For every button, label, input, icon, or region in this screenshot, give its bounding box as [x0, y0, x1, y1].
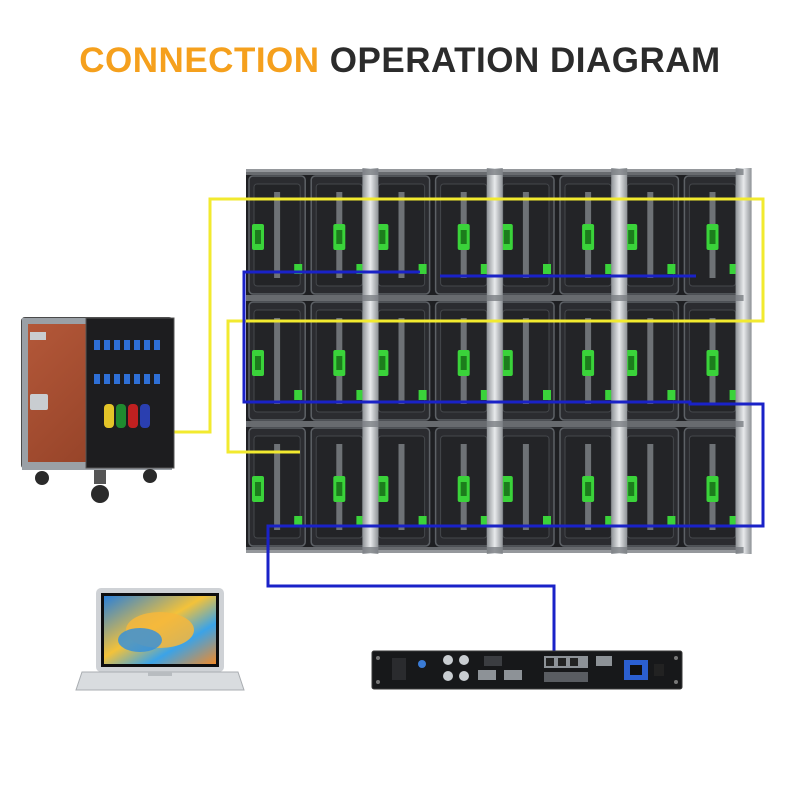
- signal-cable-row1: [242, 270, 420, 404]
- led-module: [621, 427, 680, 547]
- led-module: [497, 175, 555, 295]
- video-controller-icon: [371, 650, 683, 690]
- led-module: [372, 427, 431, 547]
- led-module: [559, 175, 617, 295]
- title-rest: OPERATION DIAGRAM: [329, 41, 721, 80]
- led-module: [434, 301, 493, 421]
- power-cable: [112, 197, 765, 454]
- led-module: [497, 427, 555, 547]
- led-module: [559, 427, 617, 547]
- led-module: [310, 427, 369, 547]
- led-module: [434, 427, 493, 547]
- frame-rail: [246, 547, 744, 553]
- led-module: [497, 301, 555, 421]
- diagram-title: CONNECTION OPERATION DIAGRAM: [0, 38, 800, 84]
- frame-bar: [362, 168, 379, 554]
- led-module: [621, 175, 680, 295]
- led-module: [683, 427, 742, 547]
- frame-bar: [735, 168, 752, 554]
- frame-rail: [246, 169, 744, 175]
- led-module: [372, 301, 431, 421]
- led-module: [248, 427, 306, 547]
- led-module: [621, 301, 680, 421]
- led-module: [248, 175, 306, 295]
- frame-rail: [246, 421, 744, 427]
- title-highlight: CONNECTION: [79, 41, 320, 80]
- power-distribution-box-icon: [21, 317, 175, 503]
- laptop-icon: [75, 588, 245, 691]
- signal-cable-to-controller: [266, 524, 556, 656]
- frame-bar: [486, 168, 503, 554]
- frame-bar: [611, 168, 628, 554]
- cable-routing: [112, 197, 765, 656]
- led-wall: [246, 168, 752, 554]
- led-module: [372, 175, 431, 295]
- led-module: [248, 301, 306, 421]
- frame-rail: [246, 295, 744, 301]
- led-module: [683, 301, 742, 421]
- signal-cable-row2: [300, 400, 765, 528]
- led-module: [310, 175, 369, 295]
- led-module: [434, 175, 493, 295]
- led-module: [559, 301, 617, 421]
